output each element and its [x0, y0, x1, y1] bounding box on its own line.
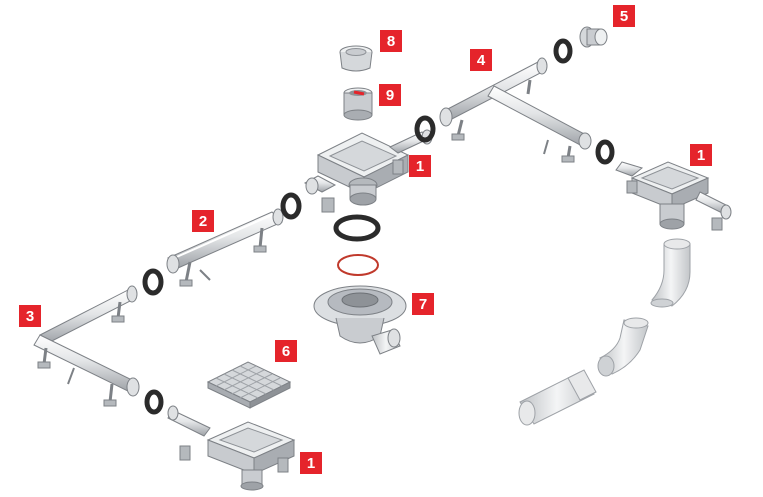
badge-7-text: 7: [419, 296, 427, 313]
badge-6-text: 6: [282, 343, 290, 360]
badge-1-bottom: 1: [300, 452, 322, 474]
outlet-box-top: [303, 129, 433, 213]
badge-5: 5: [613, 5, 635, 27]
end-cap: [579, 26, 608, 48]
badge-9: 9: [379, 84, 401, 106]
badge-3-text: 3: [26, 308, 34, 325]
corner-channel: [33, 285, 140, 407]
badge-1-bottom-text: 1: [307, 455, 315, 472]
badge-1-right-text: 1: [697, 147, 705, 164]
badge-1-top-text: 1: [416, 158, 424, 175]
drain-body: [313, 285, 407, 355]
tee-channel: [439, 57, 592, 163]
waste-pipes: [518, 238, 691, 426]
strainer-basket: [339, 45, 373, 72]
badge-5-text: 5: [620, 8, 628, 25]
odour-trap: [343, 87, 373, 121]
badge-2-text: 2: [199, 213, 207, 230]
badge-4: 4: [470, 49, 492, 71]
square-grate: [206, 361, 292, 409]
outlet-box-bottom: [167, 405, 296, 491]
badge-9-text: 9: [386, 87, 394, 104]
badge-2: 2: [192, 210, 214, 232]
badge-8-text: 8: [387, 33, 395, 50]
outlet-box-right: [615, 161, 732, 231]
straight-channel: [166, 208, 284, 287]
badge-1-right: 1: [690, 144, 712, 166]
badge-1-top: 1: [409, 155, 431, 177]
gaskets: [142, 38, 615, 415]
badge-3: 3: [19, 305, 41, 327]
badge-4-text: 4: [477, 52, 486, 69]
o-ring: [337, 254, 379, 276]
badge-7: 7: [412, 293, 434, 315]
badge-8: 8: [380, 30, 402, 52]
badge-6: 6: [275, 340, 297, 362]
